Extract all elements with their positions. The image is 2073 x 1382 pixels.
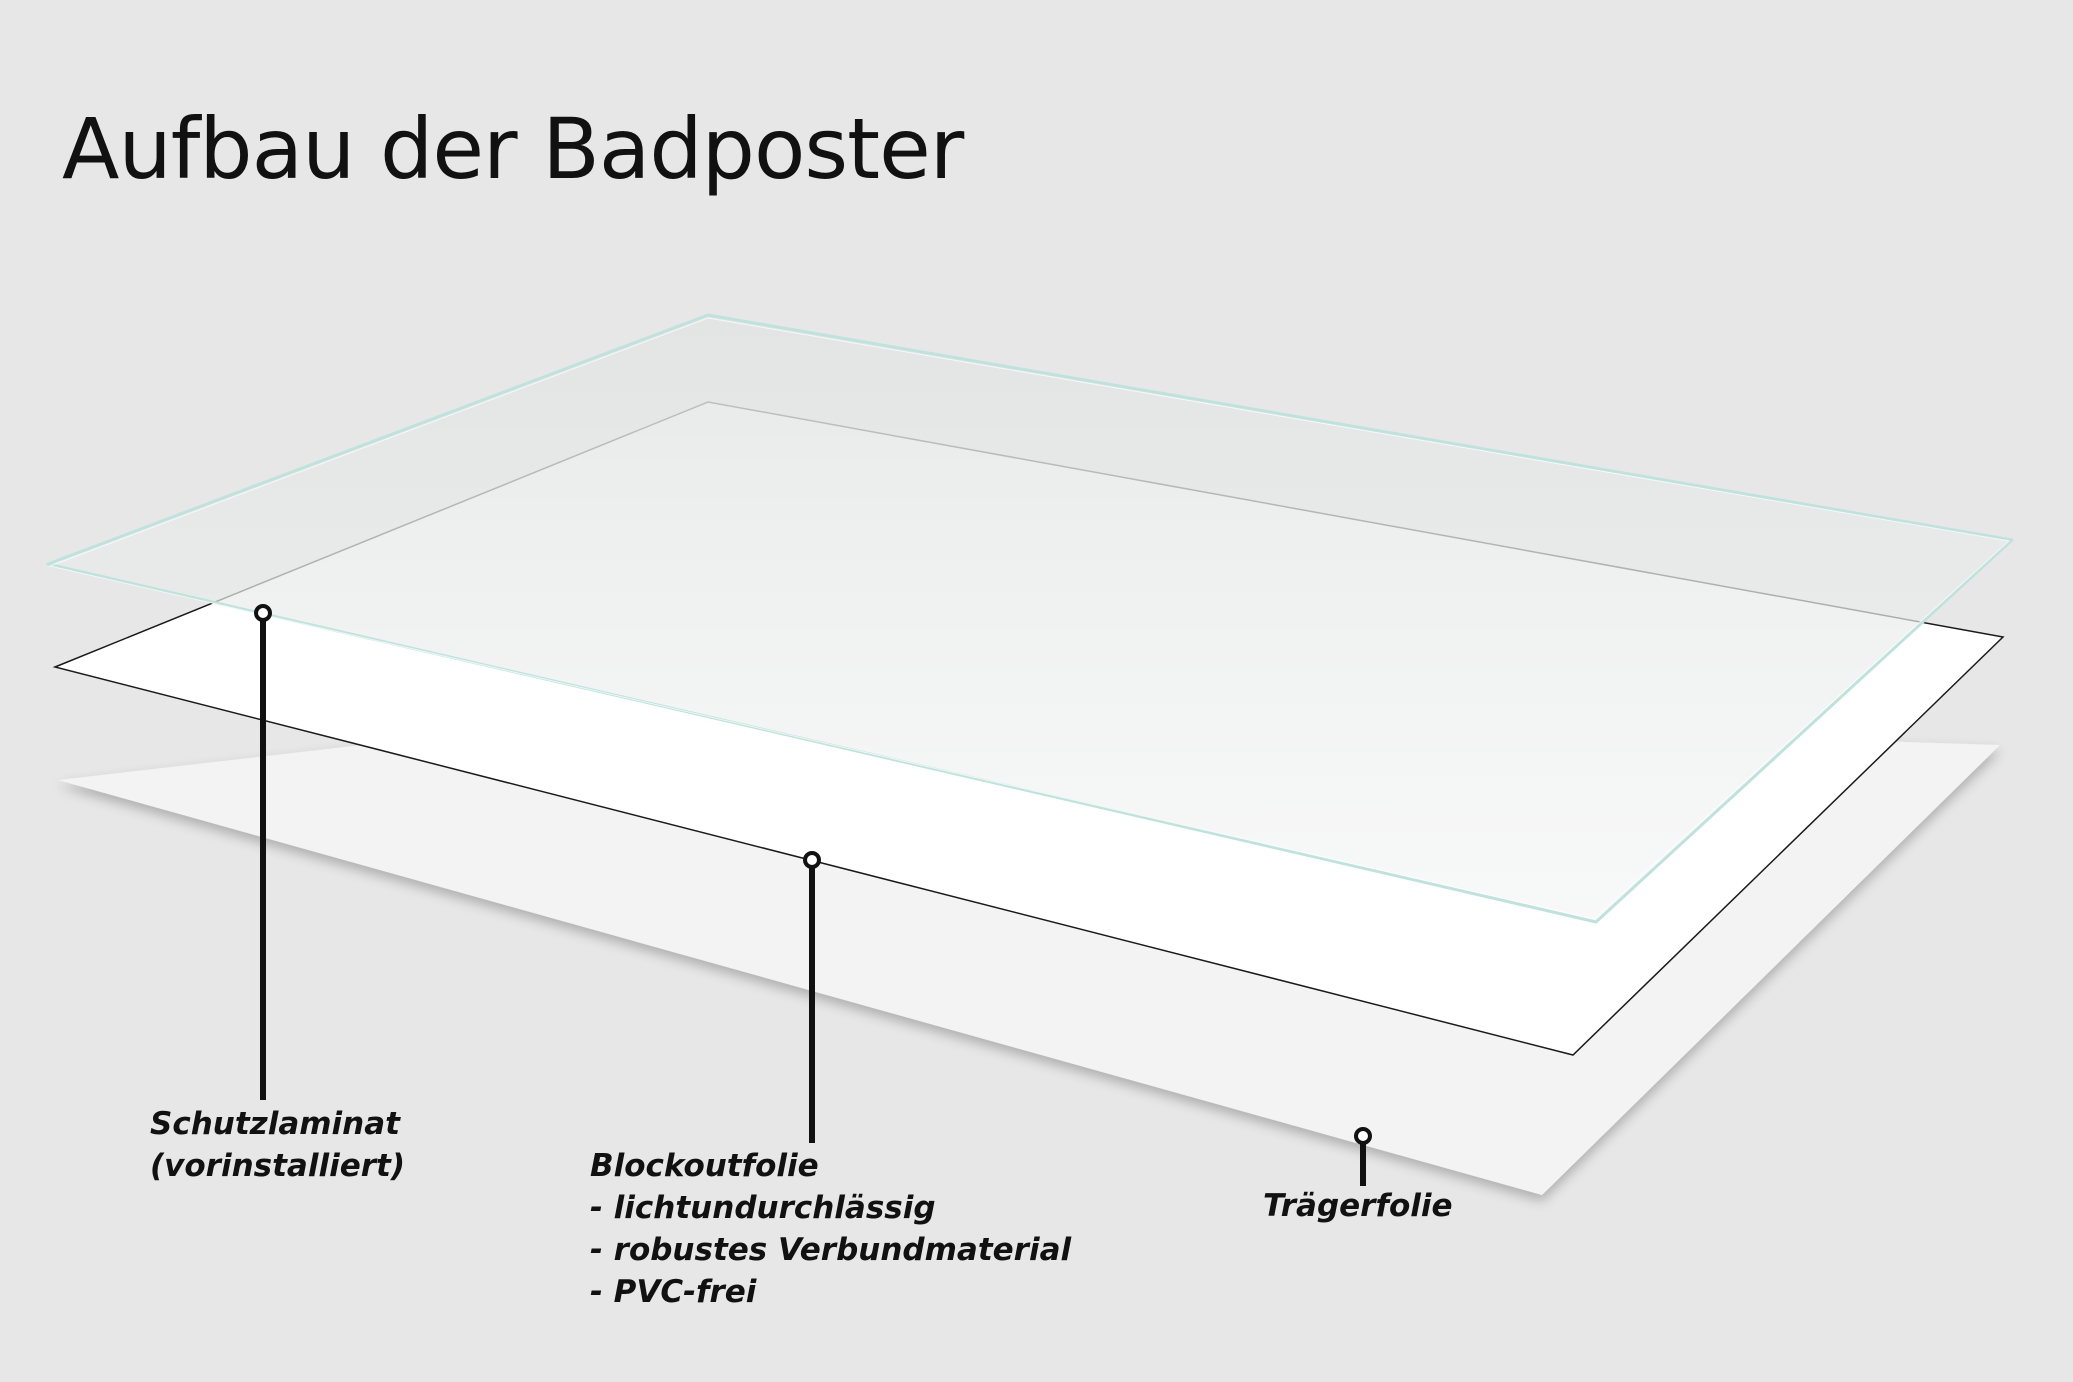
label-blockoutfolie: Blockoutfolie - lichtundurchlässig - rob… xyxy=(590,1145,1071,1313)
label-line: - PVC-frei xyxy=(590,1274,757,1310)
schutzlaminat-edge-highlight xyxy=(48,317,2011,920)
label-line: - robustes Verbundmaterial xyxy=(590,1232,1072,1268)
schutzlaminat-layer xyxy=(46,313,2014,924)
leader-schutzlaminat xyxy=(254,604,272,1100)
label-line: Blockoutfolie xyxy=(590,1148,819,1184)
label-line: Schutzlaminat xyxy=(150,1106,400,1142)
label-line: Trägerfolie xyxy=(1263,1188,1453,1224)
label-schutzlaminat: Schutzlaminat (vorinstalliert) xyxy=(150,1103,405,1187)
page-title: Aufbau der Badposter xyxy=(62,100,964,198)
leader-traegerfolie xyxy=(1354,1127,1372,1186)
label-line: - lichtundurchlässig xyxy=(590,1190,936,1226)
label-line: (vorinstalliert) xyxy=(150,1148,406,1184)
label-traegerfolie: Trägerfolie xyxy=(1263,1185,1453,1227)
leader-blockoutfolie xyxy=(803,851,821,1143)
